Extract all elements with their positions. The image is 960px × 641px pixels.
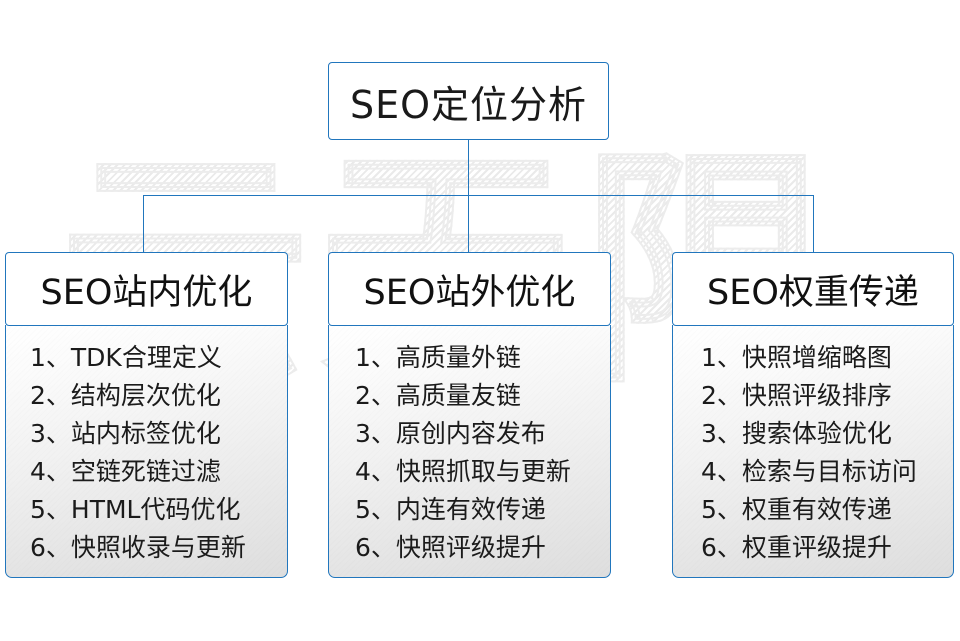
column-header-1[interactable]: SEO站外优化: [328, 252, 611, 326]
column-header-2[interactable]: SEO权重传递: [672, 252, 954, 326]
list-item: 1、TDK合理定义: [30, 343, 222, 372]
list-item: 6、快照收录与更新: [30, 533, 246, 562]
connector-horizontal-bus: [143, 195, 814, 196]
column-header-label-1: SEO站外优化: [363, 272, 576, 313]
branch-column-seo-offsite: SEO站外优化 1、高质量外链 2、高质量友链 3、原创内容发布 4、快照抓取与…: [328, 252, 611, 578]
list-item: 3、站内标签优化: [30, 419, 221, 448]
connector-branch-middle: [468, 195, 469, 253]
root-node-title: SEO定位分析: [349, 82, 588, 127]
list-item: 3、搜索体验优化: [701, 419, 892, 448]
connector-branch-left: [143, 195, 144, 253]
branch-column-seo-onsite: SEO站内优化 1、TDK合理定义 2、结构层次优化 3、站内标签优化 4、空链…: [5, 252, 288, 578]
column-header-label-0: SEO站内优化: [40, 272, 253, 313]
connector-branch-right: [813, 195, 814, 253]
list-item: 6、权重评级提升: [701, 533, 892, 562]
branch-column-seo-weight: SEO权重传递 1、快照增缩略图 2、快照评级排序 3、搜索体验优化 4、检索与…: [672, 252, 954, 578]
list-item: 5、权重有效传递: [701, 495, 892, 524]
column-body-2: 1、快照增缩略图 2、快照评级排序 3、搜索体验优化 4、检索与目标访问 5、权…: [672, 325, 954, 578]
list-item: 2、快照评级排序: [701, 381, 892, 410]
list-item: 5、内连有效传递: [355, 495, 546, 524]
list-item: 4、快照抓取与更新: [355, 457, 571, 486]
root-node[interactable]: SEO定位分析: [328, 62, 609, 140]
column-header-label-2: SEO权重传递: [707, 272, 919, 313]
connector-root-vertical: [468, 140, 469, 196]
list-item: 6、快照评级提升: [355, 533, 546, 562]
column-header-0[interactable]: SEO站内优化: [5, 252, 288, 326]
list-item: 4、检索与目标访问: [701, 457, 917, 486]
column-body-1: 1、高质量外链 2、高质量友链 3、原创内容发布 4、快照抓取与更新 5、内连有…: [328, 325, 611, 578]
list-item: 2、结构层次优化: [30, 381, 221, 410]
list-item: 5、HTML代码优化: [30, 495, 241, 524]
list-item: 2、高质量友链: [355, 381, 521, 410]
list-item: 1、高质量外链: [355, 343, 521, 372]
list-item: 4、空链死链过滤: [30, 457, 221, 486]
list-item: 3、原创内容发布: [355, 419, 546, 448]
list-item: 1、快照增缩略图: [701, 343, 892, 372]
column-body-0: 1、TDK合理定义 2、结构层次优化 3、站内标签优化 4、空链死链过滤 5、H…: [5, 325, 288, 578]
